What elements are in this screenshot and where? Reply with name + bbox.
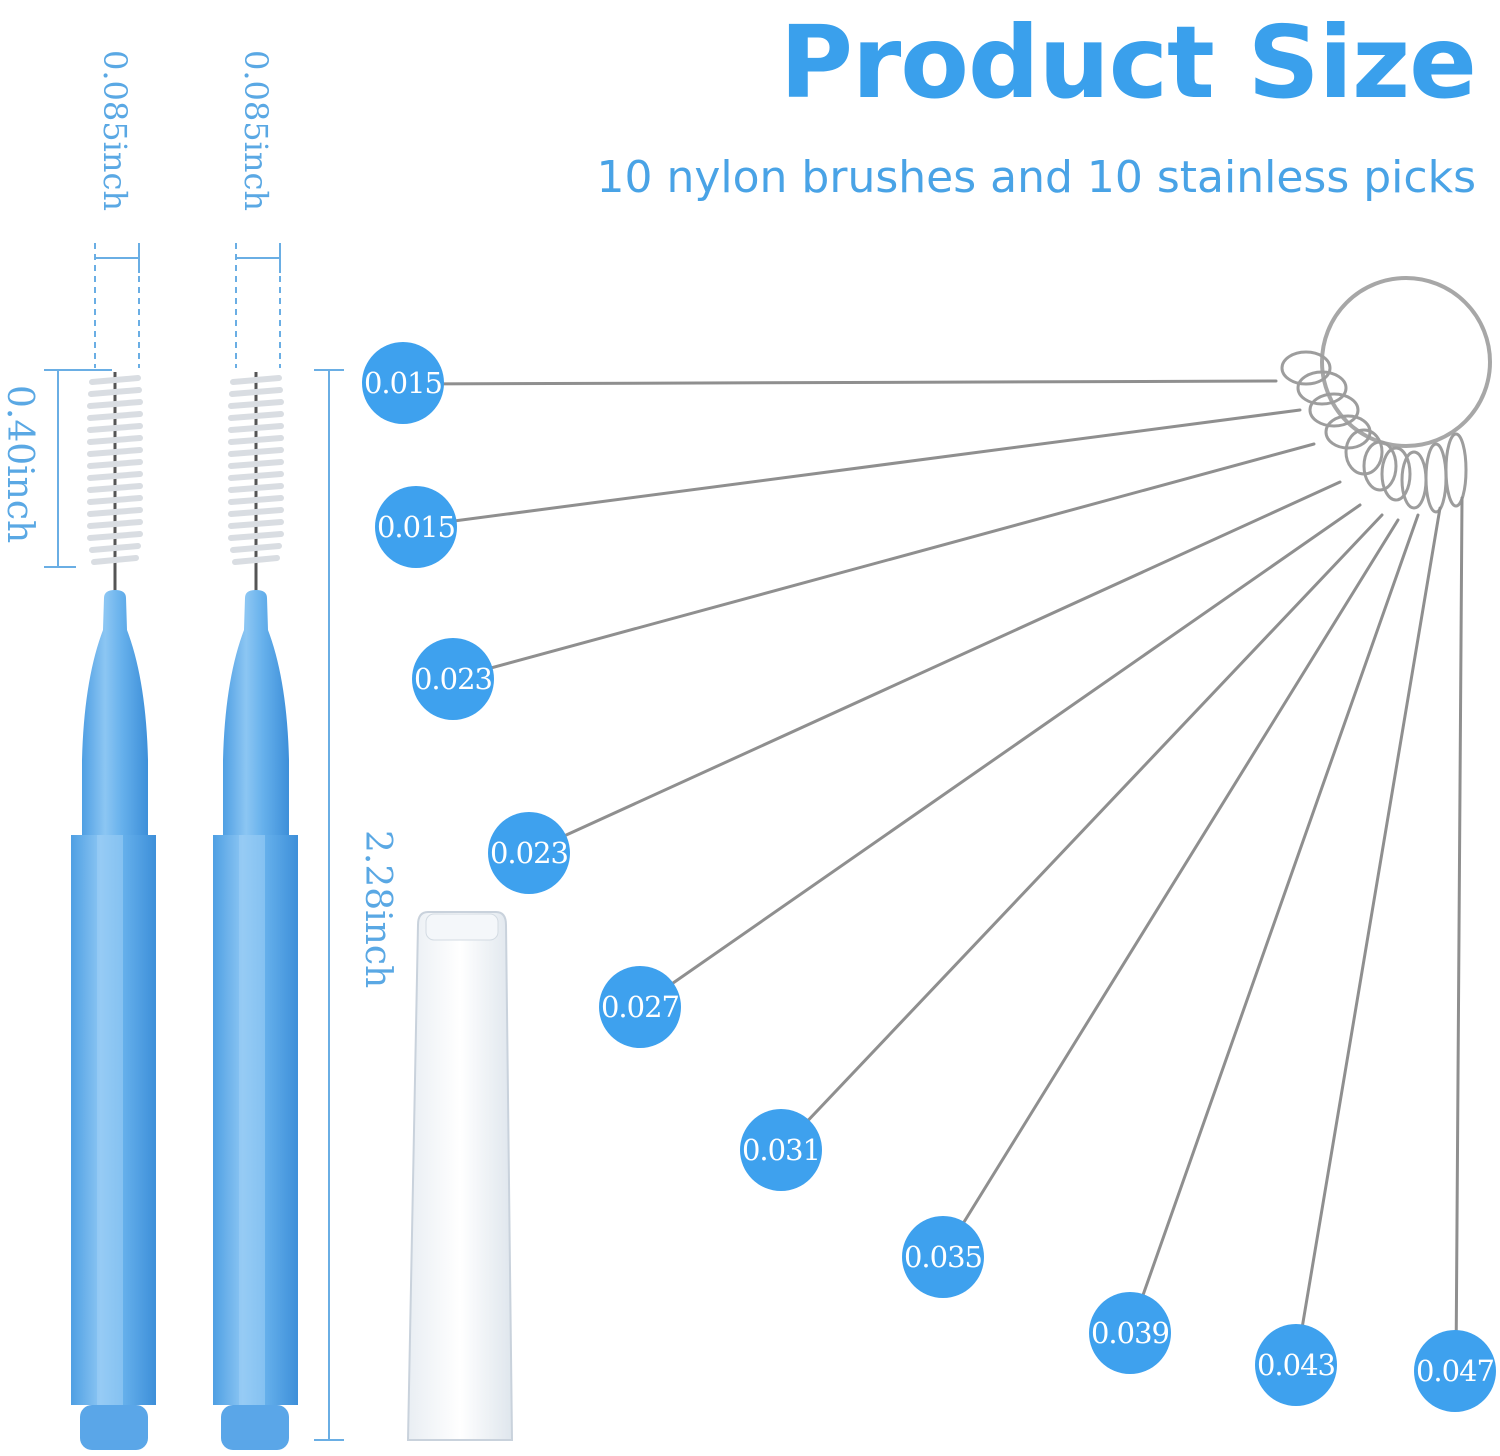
pick-loops (1280, 350, 1468, 514)
pick-size-badge: 0.047 (1414, 1330, 1496, 1412)
clear-cap (406, 911, 514, 1441)
page-title: Product Size (779, 4, 1477, 121)
pick-size-badge: 0.015 (375, 486, 457, 568)
pick-size-badge: 0.023 (488, 812, 570, 894)
key-ring (1320, 276, 1492, 448)
pick-size-badge: 0.043 (1255, 1324, 1337, 1406)
pick-size-badge: 0.015 (362, 342, 444, 424)
bristle-length-dimension: 0.40inch (0, 385, 40, 544)
pick-wires (400, 379, 1464, 1370)
brush-1 (71, 372, 156, 1450)
total-length-dimension: 2.28inch (357, 830, 398, 989)
pick-size-badge: 0.035 (902, 1216, 984, 1298)
pick-size-badge: 0.027 (599, 966, 681, 1048)
brush-2 (213, 372, 298, 1450)
page-subtitle: 10 nylon brushes and 10 stainless picks (596, 152, 1476, 203)
dimension-guides (44, 243, 344, 1441)
brush-tip-dimension-1: 0.085inch (96, 50, 134, 211)
pick-size-badge: 0.023 (412, 638, 494, 720)
pick-size-badge: 0.031 (740, 1109, 822, 1191)
pick-size-badge: 0.039 (1089, 1292, 1171, 1374)
brush-tip-dimension-2: 0.085inch (237, 50, 275, 211)
